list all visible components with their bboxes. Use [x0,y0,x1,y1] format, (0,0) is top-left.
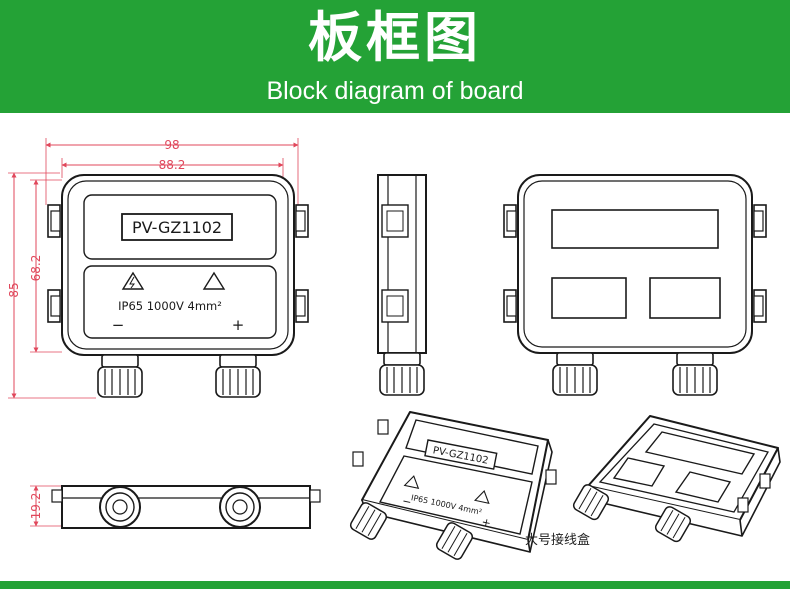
iso-negative-label: − [401,494,413,509]
isometric-inside-view [572,415,781,543]
side-view [377,174,427,396]
model-label: PV-GZ1102 [132,218,222,237]
dim-depth: 19.2 [29,493,43,520]
back-view [503,174,767,396]
bottom-view: 19.2 [29,485,321,529]
iso-positive-label: + [480,515,492,530]
dim-overall-width: 98 [164,138,179,152]
dim-inner-height: 68.2 [29,255,43,282]
dim-overall-height: 85 [7,282,21,297]
dim-inner-width: 88.2 [159,158,186,172]
front-view: 98 88.2 85 68.2 PV-GZ1102 [7,138,309,399]
warning-triangle-icon [202,271,226,290]
technical-drawing: 98 88.2 85 68.2 PV-GZ1102 [7,138,781,560]
footer-bar [0,581,790,589]
positive-terminal-label: + [232,316,245,334]
page-title: 板框图 [308,6,482,69]
negative-terminal-label: − [112,316,125,334]
high-voltage-warning-icon [121,271,145,290]
header-banner: 板框图 Block diagram of board [0,0,790,113]
rating-label: IP65 1000V 4mm² [118,299,222,313]
product-caption: 大号接线盒 [525,533,591,548]
isometric-front-view: PV-GZ1102 IP65 1000V 4mm² − + [349,411,557,560]
page-subtitle: Block diagram of board [266,77,524,105]
